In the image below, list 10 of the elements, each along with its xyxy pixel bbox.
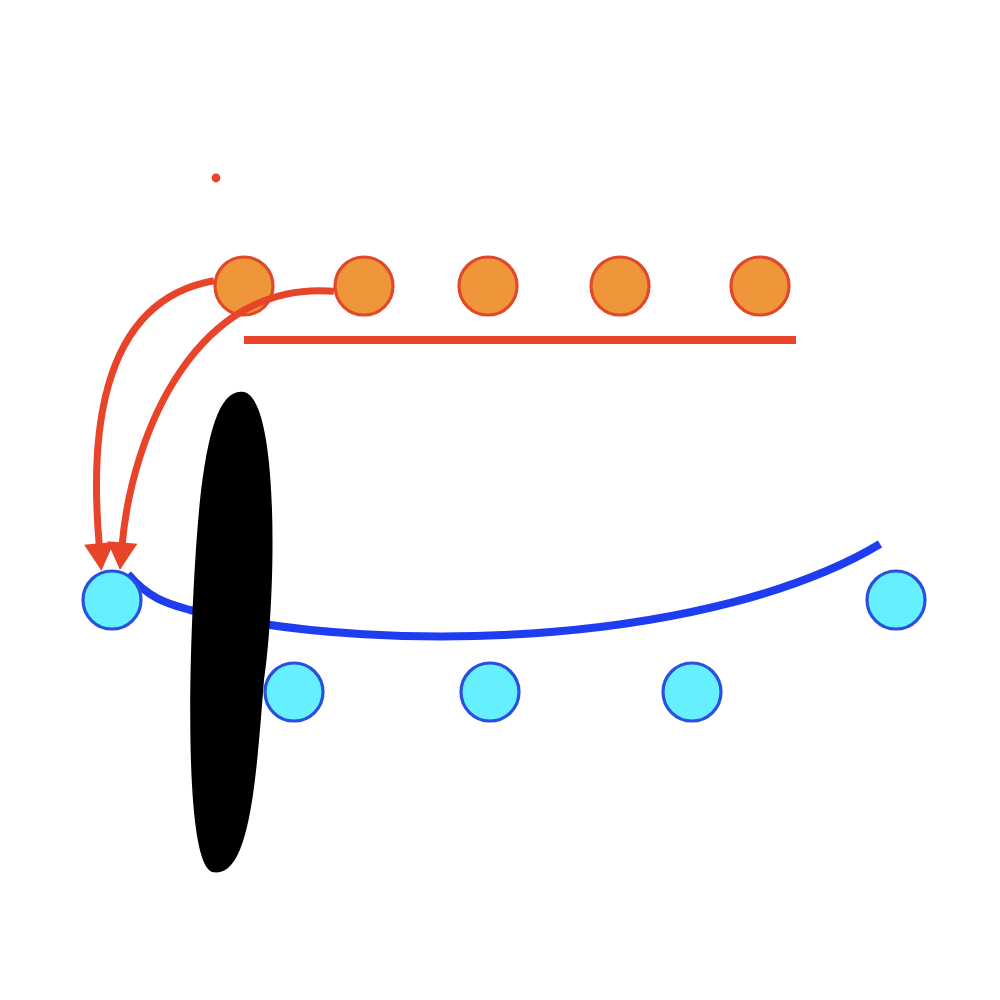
circle-node xyxy=(865,569,927,631)
circle-node xyxy=(459,661,521,723)
circle-node xyxy=(81,569,143,631)
circle-node xyxy=(457,255,519,317)
circle-node xyxy=(729,255,791,317)
circle-node xyxy=(263,661,325,723)
circle-node xyxy=(213,255,275,317)
circle-node xyxy=(589,255,651,317)
circle-node xyxy=(333,255,395,317)
circle-node xyxy=(661,661,723,723)
